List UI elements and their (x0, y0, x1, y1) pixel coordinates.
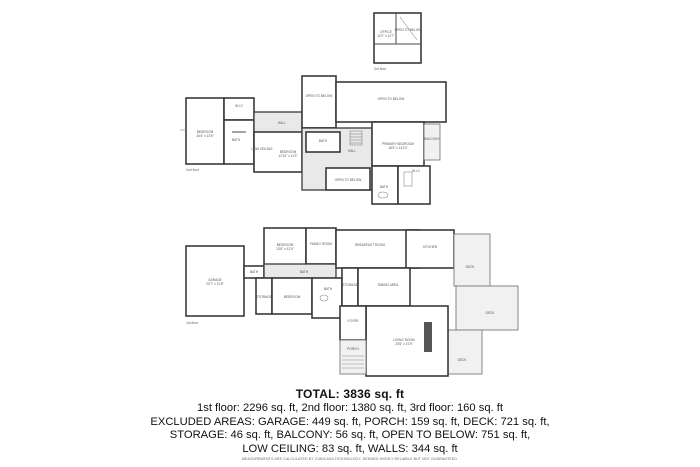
storage-areas-line: STORAGE: 46 sq. ft, BALCONY: 56 sq. ft, … (169, 429, 531, 441)
dining-area-walls (357, 267, 411, 307)
room-dims-office: 12'2" x 12'7" (377, 34, 394, 38)
level-label-first: 1st floor (186, 321, 199, 325)
room-label-hall-center: HALL (348, 149, 356, 153)
garage-walls (185, 245, 245, 317)
wic2-walls (397, 165, 431, 205)
open-left-walls (301, 75, 337, 129)
room-dims-primary: 18'3" x 14'10" (388, 146, 407, 150)
room-label-deck3: DECK (458, 358, 468, 362)
room-label-office: OFFICE (380, 30, 392, 34)
wic-walls (223, 97, 255, 121)
primary-bedroom-walls (371, 121, 425, 167)
deck-lower-walls (447, 329, 483, 375)
room-dims-bedroom-1f: 13'6" x 12'4" (276, 247, 293, 251)
balcony-walls (423, 123, 441, 161)
kitchen-walls (405, 229, 455, 269)
open-right-walls (335, 81, 447, 123)
floor-plan: OFFICE 12'2" x 12'7" OPEN TO BELOW 3rd f… (180, 12, 519, 377)
room-label-dining: DINING AREA (378, 283, 399, 287)
room-label-bath2-2f: BATH (319, 139, 328, 143)
storage-walls (341, 267, 359, 307)
first-floor-plan: GARAGE 20'7" x 21'8" BEDROOM 13'6" x 12'… (185, 227, 519, 377)
room-label-bath-2f: BATH (232, 138, 241, 142)
room-label-bath-1f: BATH (250, 270, 259, 274)
room-label-porch: PORCH (347, 347, 359, 351)
open-bottom-walls (325, 167, 371, 191)
family-room-walls (305, 227, 337, 265)
room-label-bath3: BATH (380, 185, 389, 189)
room-label-open-to-below-3: OPEN TO BELOW (395, 28, 422, 32)
room-label-low-ceiling: LOW CEILING (252, 147, 273, 151)
room-label-open-bottom: OPEN TO BELOW (335, 178, 362, 182)
room-label-hall-2f: HALL (278, 121, 286, 125)
third-floor-plan: OFFICE 12'2" x 12'7" OPEN TO BELOW 3rd f… (373, 12, 422, 71)
room-label-open-left: OPEN TO BELOW (306, 94, 333, 98)
bath-cluster-walls (311, 277, 343, 319)
total-area: TOTAL: 3836 sq. ft (295, 387, 405, 401)
room-label-storage: STORAGE (342, 283, 358, 287)
kitchen-island (424, 322, 432, 352)
deck-right-walls (453, 233, 491, 287)
room-label-bath3-1f: BATH (324, 287, 333, 291)
level-label-second: 2nd floor (186, 168, 200, 172)
room-dims-bedroom2-2f: 12'10" x 11'3" (278, 154, 297, 158)
room-label-bath2-1f: BATH (300, 270, 309, 274)
room-dims-garage: 20'7" x 21'8" (206, 282, 223, 286)
bedroom-mid-walls (253, 131, 303, 173)
stairs-2f (349, 130, 363, 146)
room-label-balcony: BALCONY (424, 137, 440, 141)
room-label-deck: DECK (466, 265, 476, 269)
room-label-bedroom2-1f: BEDROOM (284, 295, 301, 299)
room-label-family: FAMILY ROOM (310, 242, 332, 246)
living-room-walls (365, 305, 449, 377)
deck-far-walls (455, 285, 519, 331)
room-label-bedroom-1f: BEDROOM (277, 243, 294, 247)
bedroom-left-walls (185, 97, 225, 165)
excluded-areas-line: EXCLUDED AREAS: GARAGE: 449 sq. ft, PORC… (150, 415, 550, 428)
room-label-bedroom-2f: BEDROOM (197, 130, 214, 134)
foyer-walls (339, 305, 367, 341)
room-label-living: LIVING ROOM (393, 338, 415, 342)
room-label-primary: PRIMARY BEDROOM (382, 142, 414, 146)
measurement-disclaimer: MEASUREMENTS ARE CALCULATED BY CUBICASA … (241, 457, 459, 461)
room-label-storage-left: STORAGE (256, 295, 272, 299)
room-label-foyer: FOYER (348, 319, 360, 323)
office-walls (373, 12, 422, 64)
level-label-third: 3rd floor (374, 67, 387, 71)
room-label-wic-2f: W.I.C (235, 104, 243, 108)
room-label-kitchen: KITCHEN (423, 245, 438, 249)
bath-mid-inner (305, 131, 341, 153)
room-dims-living: 23'6" x 21'9" (395, 342, 412, 346)
porch-steps (342, 355, 364, 369)
room-label-garage: GARAGE (208, 278, 222, 282)
room-label-deck2: DECK (486, 311, 496, 315)
walls-area-line: LOW CEILING: 83 sq. ft, WALLS: 344 sq. f… (242, 442, 458, 455)
porch-walls (339, 339, 367, 375)
room-dims-bedroom-2f: 16'4" x 13'6" (196, 134, 213, 138)
room-label-breakfast: BREAKFAST ROOM (355, 243, 385, 247)
room-label-wic2: W.I.C (412, 169, 420, 173)
room-label-bedroom2-2f: BEDROOM (280, 150, 297, 154)
room-label-open-right: OPEN TO BELOW (378, 97, 405, 101)
second-floor-plan: BEDROOM 16'4" x 13'6" W.I.C BATH LOW CEI… (180, 75, 447, 205)
floors-area-line: 1st floor: 2296 sq. ft, 2nd floor: 1380 … (197, 402, 503, 414)
bath-left-walls (223, 119, 255, 165)
